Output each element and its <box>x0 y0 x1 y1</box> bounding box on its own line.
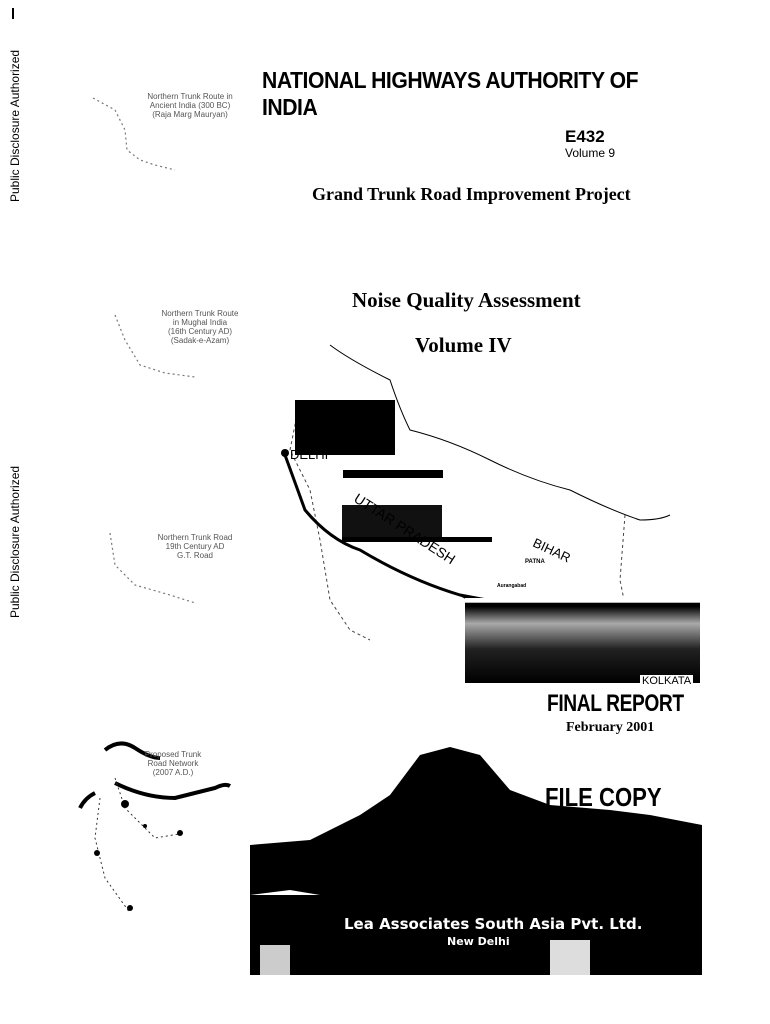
monument-photo <box>250 747 702 975</box>
report-date: February 2001 <box>566 720 655 735</box>
bridge-photo <box>465 598 700 683</box>
consultant-name: Lea Associates South Asia Pvt. Ltd. <box>344 915 643 933</box>
ancient-route-map <box>92 97 175 171</box>
agency-title: NATIONAL HIGHWAYS AUTHORITY OF INDIA <box>262 67 639 120</box>
disclosure-note-top: Public Disclosure Authorized <box>8 49 22 202</box>
volume-number: Volume 9 <box>565 146 616 160</box>
report-title: Noise Quality Assessment <box>352 288 581 312</box>
consultant-city: New Delhi <box>447 935 510 948</box>
map-label-patna: PATNA <box>525 559 545 565</box>
disclosure-note-bottom: Public Disclosure Authorized <box>8 465 22 618</box>
report-code: E432 <box>565 127 605 146</box>
mughal-route-map <box>114 314 196 378</box>
project-title: Grand Trunk Road Improvement Project <box>312 184 631 204</box>
report-type: FINAL REPORT <box>547 690 684 717</box>
margin-mark <box>12 8 14 19</box>
map-label-aurangabad: Aurangabad <box>497 583 527 589</box>
gt-road-map <box>109 532 196 604</box>
map-label-delhi: DELHI <box>290 447 329 462</box>
map-label-kolkata: KOLKATA <box>640 675 694 687</box>
proposed-network-map <box>78 741 232 914</box>
report-volume: Volume IV <box>415 333 512 357</box>
file-copy-stamp: FILE COPY <box>545 782 662 812</box>
gt-road-route-map <box>281 344 671 661</box>
